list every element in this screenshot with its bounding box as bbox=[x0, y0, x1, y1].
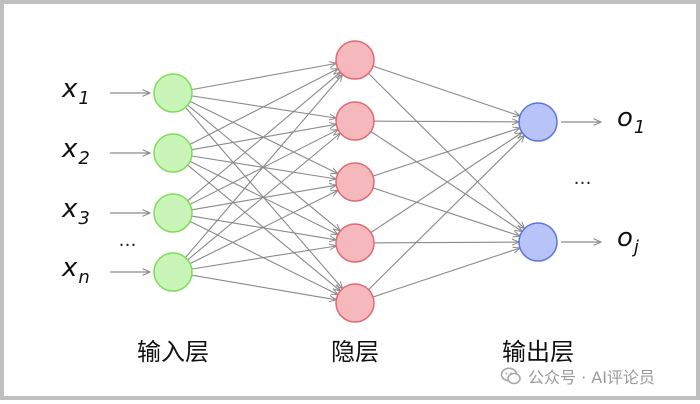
output-node-2 bbox=[518, 222, 558, 262]
edge-input-4-hidden-2 bbox=[187, 133, 341, 261]
edge-hidden-5-output-1 bbox=[368, 135, 525, 291]
input-node-1 bbox=[153, 73, 193, 113]
edge-hidden-4-output-2 bbox=[373, 242, 519, 243]
connection-edges bbox=[184, 63, 525, 300]
hidden-node-1 bbox=[335, 40, 375, 80]
edge-hidden-2-output-2 bbox=[370, 131, 522, 231]
edge-hidden-3-output-1 bbox=[372, 128, 520, 177]
input-ellipsis: … bbox=[119, 230, 138, 251]
edge-input-3-hidden-2 bbox=[189, 130, 338, 205]
output-label-1: o1 bbox=[617, 103, 645, 138]
input-node-3 bbox=[153, 193, 193, 233]
input-node-4 bbox=[153, 252, 193, 292]
input-layer-label: 输入层 bbox=[137, 338, 209, 366]
edge-input-3-hidden-1 bbox=[187, 72, 341, 202]
neural-network-diagram: x1 x2 x3 xn o1 oj … … 输入层 隐层 输出层 bbox=[61, 40, 645, 366]
io-arrows bbox=[110, 93, 601, 272]
output-label-2: oj bbox=[617, 223, 639, 258]
edge-hidden-4-output-1 bbox=[370, 132, 522, 233]
hidden-layer-label: 隐层 bbox=[331, 338, 379, 366]
hidden-node-2 bbox=[335, 101, 375, 141]
math-labels: x1 x2 x3 xn o1 oj bbox=[61, 74, 645, 288]
hidden-node-3 bbox=[335, 162, 375, 202]
edge-hidden-1-output-2 bbox=[368, 73, 524, 228]
output-node-1 bbox=[518, 102, 558, 142]
hidden-node-4 bbox=[335, 223, 375, 263]
input-label-4: xn bbox=[61, 253, 90, 288]
edge-input-3-hidden-3 bbox=[191, 185, 337, 211]
edge-hidden-1-output-1 bbox=[372, 65, 520, 116]
edge-hidden-2-output-1 bbox=[373, 121, 519, 122]
wechat-icon bbox=[500, 367, 521, 385]
edge-hidden-5-output-2 bbox=[372, 248, 520, 298]
input-label-1: x1 bbox=[61, 74, 90, 109]
input-label-2: x2 bbox=[61, 134, 90, 169]
input-node-2 bbox=[153, 133, 193, 173]
output-layer-label: 输出层 bbox=[502, 338, 574, 366]
output-ellipsis: … bbox=[574, 168, 593, 189]
hidden-node-5 bbox=[335, 283, 375, 323]
edge-input-3-hidden-4 bbox=[191, 215, 337, 240]
input-label-3: x3 bbox=[61, 194, 90, 229]
watermark: 公众号 · AI评论员 bbox=[500, 362, 655, 390]
network-nodes bbox=[153, 40, 558, 323]
edge-input-4-hidden-4 bbox=[191, 246, 336, 270]
edge-input-4-hidden-3 bbox=[189, 190, 338, 265]
edge-input-4-hidden-5 bbox=[191, 274, 337, 300]
edge-input-1-hidden-1 bbox=[191, 63, 337, 91]
watermark-text: 公众号 · AI评论员 bbox=[528, 368, 655, 387]
edge-input-4-hidden-1 bbox=[184, 74, 342, 258]
edge-input-2-hidden-1 bbox=[189, 69, 338, 145]
